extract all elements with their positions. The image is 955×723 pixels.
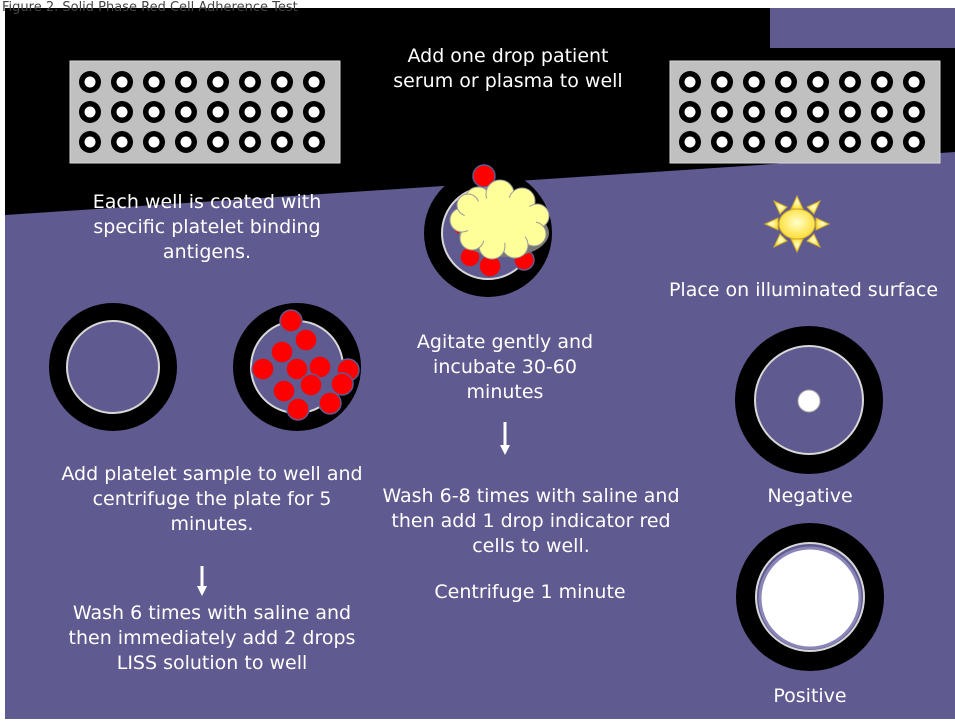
plate-well-center (877, 137, 888, 148)
plate-well-center (85, 77, 96, 88)
plate-well-center (877, 107, 888, 118)
plate-well-center (813, 77, 824, 88)
step-add-platelets: Add platelet sample to well and centrifu… (52, 462, 372, 537)
step-centrifuge: Centrifuge 1 minute (405, 580, 655, 605)
platelet-cell (319, 392, 341, 414)
plate-well-center (85, 137, 96, 148)
plate-well-center (117, 77, 128, 88)
microplate-right (670, 61, 940, 163)
result-positive-label: Positive (745, 685, 875, 707)
plate-well-center (717, 107, 728, 118)
plate-well-center (845, 137, 856, 148)
plate-well-center (781, 137, 792, 148)
plate-well-center (245, 137, 256, 148)
plate-well-center (277, 77, 288, 88)
platelet-cell (252, 358, 274, 380)
plate-well-center (909, 77, 920, 88)
plate-well-center (213, 137, 224, 148)
plate-well-center (309, 107, 320, 118)
plate-well-center (181, 77, 192, 88)
plate-well-center (845, 77, 856, 88)
plate-well-center (685, 107, 696, 118)
plate-well-center (749, 137, 760, 148)
step-coated-wells: Each well is coated with specific platel… (72, 190, 342, 265)
positive-well (736, 523, 884, 671)
plate-well-center (909, 107, 920, 118)
plate-well-center (909, 137, 920, 148)
step-wash-liss: Wash 6 times with saline and then immedi… (52, 601, 372, 676)
plate-well-center (181, 137, 192, 148)
step-illuminate: Place on illuminated surface (652, 278, 955, 303)
platelet-cell (273, 380, 295, 402)
microplate-left (70, 61, 340, 163)
plate-well-center (277, 137, 288, 148)
plate-well-center (685, 137, 696, 148)
platelet-cell (300, 374, 322, 396)
platelet-cell (280, 310, 302, 332)
result-negative-label: Negative (745, 485, 875, 507)
plate-well-center (117, 107, 128, 118)
plate-well-center (117, 137, 128, 148)
plate-well-center (149, 137, 160, 148)
step-agitate: Agitate gently and incubate 30-60 minute… (405, 330, 605, 405)
plate-well-center (845, 107, 856, 118)
plate-well-center (781, 107, 792, 118)
plate-well-center (309, 137, 320, 148)
plate-well-center (685, 77, 696, 88)
plate-well-center (245, 107, 256, 118)
plate-well-center (781, 77, 792, 88)
plate-well-center (309, 77, 320, 88)
plate-well-center (245, 77, 256, 88)
platelet-cell (271, 341, 293, 363)
plate-well-center (717, 137, 728, 148)
plate-body (70, 61, 340, 163)
step-wash-indicator: Wash 6-8 times with saline and then add … (376, 484, 686, 559)
figure-caption: Figure 2. Solid Phase Red Cell Adherence… (2, 0, 298, 15)
step-add-serum: Add one drop patient serum or plasma to … (388, 44, 628, 94)
plate-body (670, 61, 940, 163)
plate-well-center (749, 77, 760, 88)
plate-well-center (181, 107, 192, 118)
plate-well-center (149, 77, 160, 88)
platelet-cell (287, 398, 309, 420)
plate-well-center (877, 77, 888, 88)
platelet-cell (295, 329, 317, 351)
plate-well-center (213, 107, 224, 118)
plate-well-center (213, 77, 224, 88)
plate-well-center (813, 137, 824, 148)
dark-panel-right (770, 8, 955, 48)
plate-well-center (149, 107, 160, 118)
empty-well (49, 303, 177, 431)
plate-well-center (85, 107, 96, 118)
plate-well-center (277, 107, 288, 118)
plate-well-center (717, 77, 728, 88)
platelet-cell (331, 373, 353, 395)
platelet-well (233, 303, 361, 431)
negative-well (735, 326, 883, 474)
plate-well-center (813, 107, 824, 118)
plate-well-center (749, 107, 760, 118)
